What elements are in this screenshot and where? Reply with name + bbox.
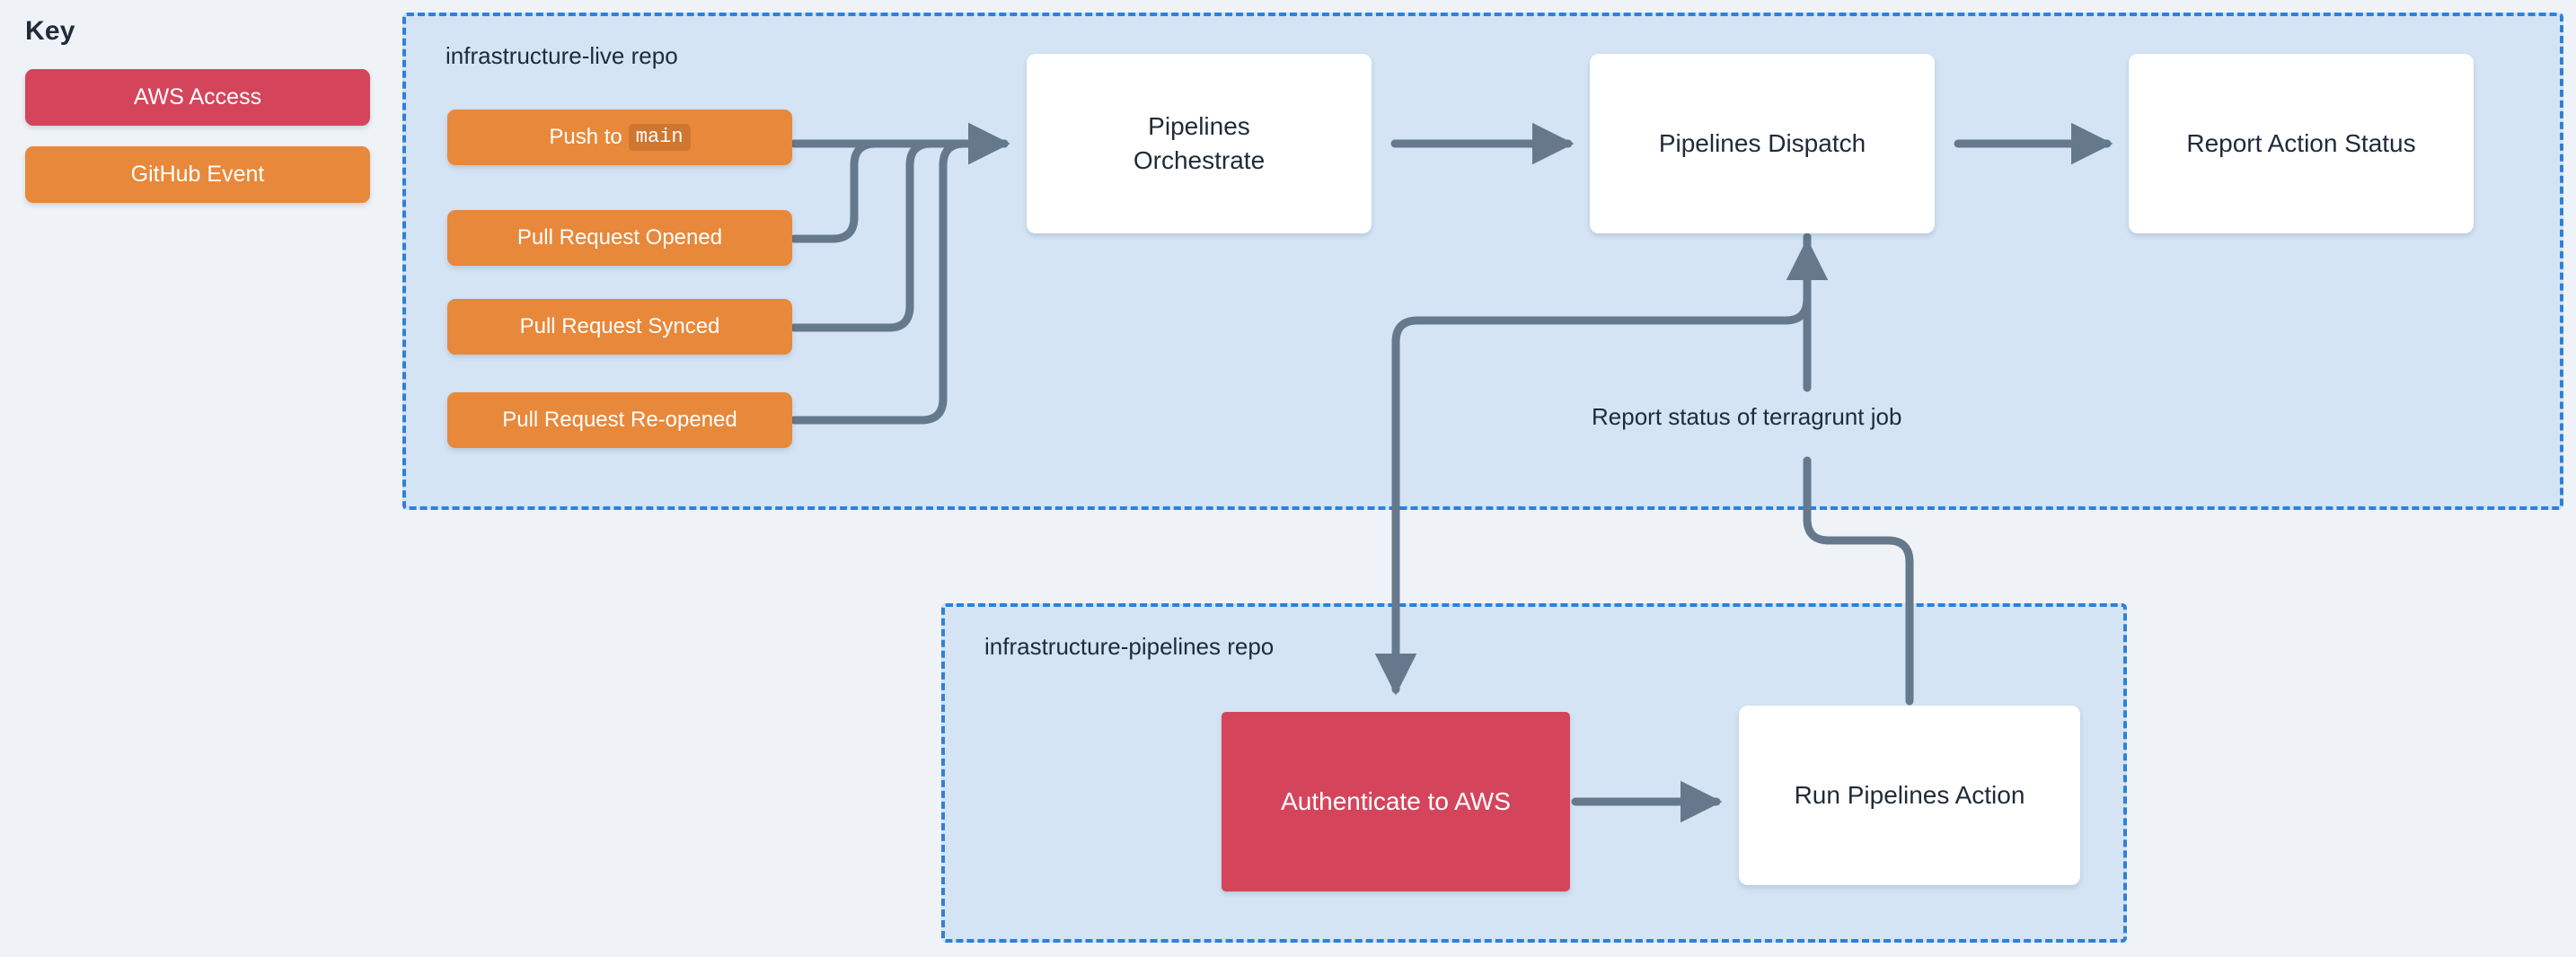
node-pipelines-dispatch[interactable]: Pipelines Dispatch [1590, 54, 1935, 233]
subgraph-title: infrastructure-live repo [446, 42, 678, 69]
node-label: Report Action Status [2186, 129, 2416, 158]
key-item-label: AWS Access [133, 84, 262, 110]
node-label: Pull Request Re-opened [502, 408, 737, 432]
node-authenticate-to-aws[interactable]: Authenticate to AWS [1222, 712, 1570, 891]
node-label-line2: Orchestrate [1133, 146, 1266, 174]
key-item-label: GitHub Event [130, 162, 265, 187]
node-label: Pull Request Synced [519, 314, 720, 338]
node-pull-request-synced[interactable]: Pull Request Synced [447, 299, 792, 355]
key-item-github-event: GitHub Event [25, 146, 370, 203]
key-title: Key [25, 16, 75, 46]
node-pull-request-opened[interactable]: Pull Request Opened [447, 210, 792, 266]
branch-code-badge: main [628, 124, 691, 151]
node-run-pipelines-action[interactable]: Run Pipelines Action [1739, 706, 2080, 885]
edge-label-terragrunt-status: Report status of terragrunt job [1592, 403, 1902, 430]
node-label: Pull Request Opened [516, 225, 723, 250]
node-label: Push to [549, 125, 622, 149]
node-pipelines-orchestrate[interactable]: Pipelines Orchestrate [1027, 54, 1372, 233]
node-label-line1: Pipelines [1148, 112, 1250, 141]
node-report-action-status[interactable]: Report Action Status [2129, 54, 2474, 233]
key-legend: Key AWS Access GitHub Event [16, 16, 375, 224]
node-label: Authenticate to AWS [1281, 787, 1511, 815]
node-label: Pipelines Dispatch [1658, 129, 1866, 158]
node-label: Run Pipelines Action [1794, 781, 2025, 810]
subgraph-title: infrastructure-pipelines repo [984, 633, 1275, 660]
node-pull-request-reopened[interactable]: Pull Request Re-opened [447, 392, 792, 448]
key-item-aws-access: AWS Access [25, 69, 370, 126]
